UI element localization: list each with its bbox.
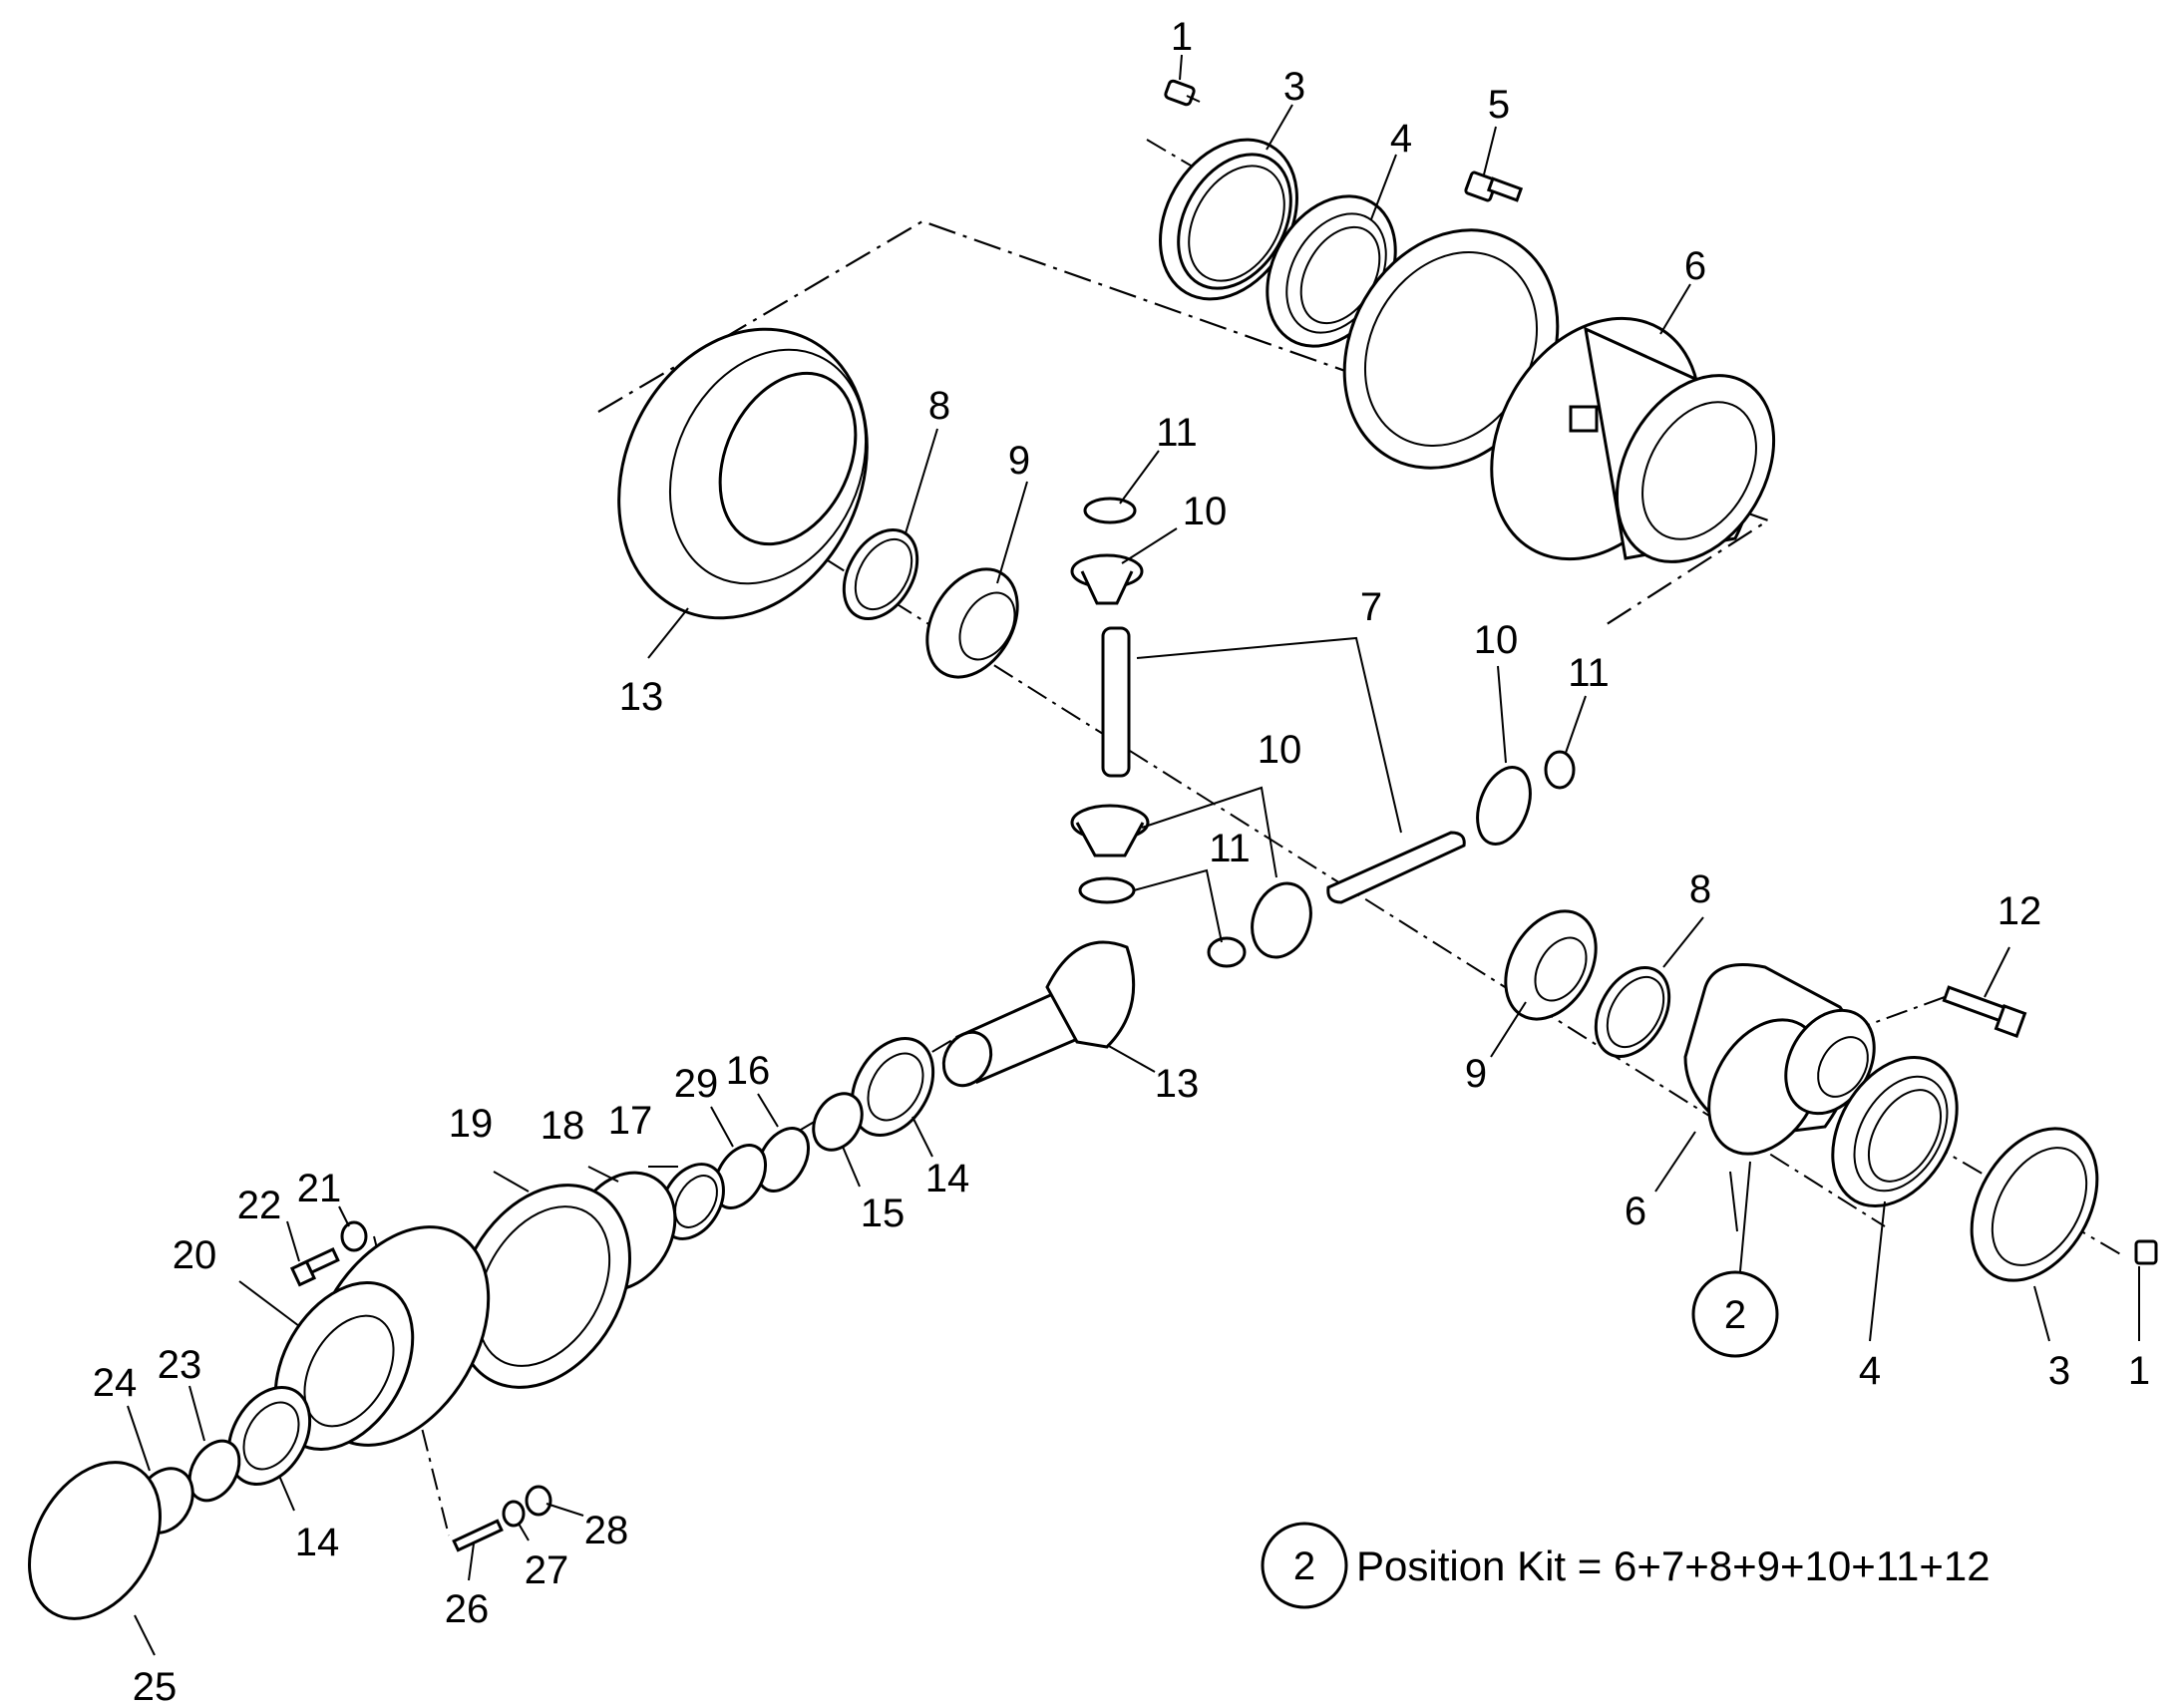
kit-note-circle — [1261, 1522, 1348, 1609]
washer-11-left — [1078, 876, 1136, 904]
washer-21 — [340, 1220, 368, 1252]
kit-note-text: Position Kit = 6+7+8+9+10+11+12 — [1356, 1542, 1991, 1589]
callout-22: 22 — [237, 1184, 282, 1227]
drive-pinion-13 — [941, 940, 1136, 1088]
callout-11: 11 — [1156, 411, 1198, 455]
bolt-5 — [1464, 171, 1524, 202]
cross-shaft-7-horizontal — [1326, 831, 1466, 904]
callout-16: 16 — [726, 1049, 771, 1093]
bearing-4-lower — [1831, 1055, 1959, 1208]
pinion-gear-10-left — [1070, 804, 1150, 857]
cover-25 — [28, 1461, 162, 1620]
gasket-19 — [456, 1184, 631, 1389]
differential-case-6-lower — [1683, 963, 1876, 1156]
callout-6: 6 — [1625, 1190, 1646, 1233]
pinion-carrier-20 — [273, 1225, 491, 1452]
side-gear-9-top — [925, 567, 1019, 679]
callout-21: 21 — [297, 1167, 342, 1210]
callout-1: 1 — [1171, 15, 1193, 59]
callout-2-circle — [1691, 1270, 1779, 1358]
callout-6: 6 — [1684, 244, 1706, 288]
callout-10: 10 — [1258, 728, 1302, 772]
callout-12: 12 — [1998, 889, 2042, 933]
callout-7: 7 — [1360, 585, 1382, 629]
side-gear-9-lower — [1504, 909, 1598, 1021]
callout-2: 2 — [1724, 1293, 1746, 1337]
callout-13: 13 — [619, 675, 664, 719]
snap-ring-16 — [755, 1127, 811, 1193]
callout-3: 3 — [1283, 65, 1305, 109]
callout-9: 9 — [1465, 1052, 1487, 1096]
bearing-14-lower — [226, 1386, 312, 1486]
callout-20: 20 — [173, 1233, 217, 1277]
cross-shaft-7-vertical — [1101, 626, 1131, 778]
ring-gear-13 — [617, 327, 869, 620]
callout-26: 26 — [445, 1587, 490, 1631]
callout-23: 23 — [158, 1343, 202, 1387]
callout-14: 14 — [925, 1157, 970, 1200]
bolt-1-lower — [2134, 1239, 2158, 1265]
callout-13: 13 — [1155, 1062, 1200, 1106]
callout-14: 14 — [295, 1521, 340, 1564]
nut-28 — [525, 1485, 552, 1517]
callout-18: 18 — [541, 1104, 585, 1148]
callout-labels: 1 3 4 5 6 8 9 11 10 7 13 10 11 10 11 8 1… — [93, 15, 2150, 1708]
callout-17: 17 — [608, 1099, 653, 1143]
bearing-14-upper — [850, 1037, 935, 1137]
pinion-gear-10-top — [1070, 553, 1144, 605]
adjusting-ring-3-top — [1159, 138, 1298, 301]
spacer-15 — [812, 1092, 864, 1152]
washer-11-lower — [1207, 936, 1247, 968]
callout-3: 3 — [2048, 1349, 2070, 1393]
washer-11-top — [1083, 497, 1137, 524]
pinion-gear-10-lower — [1251, 881, 1312, 959]
stud-26 — [452, 1519, 504, 1552]
callout-4: 4 — [1390, 117, 1412, 161]
differential-case-6-top — [1490, 316, 1776, 563]
bolt-22 — [289, 1246, 340, 1287]
callout-29: 29 — [674, 1062, 719, 1106]
thrust-washer-8-lower — [1594, 965, 1671, 1059]
callout-27: 27 — [525, 1548, 569, 1592]
callout-8: 8 — [928, 384, 950, 428]
callout-19: 19 — [449, 1102, 494, 1146]
washer-23 — [187, 1439, 241, 1503]
callout-11: 11 — [1568, 651, 1610, 695]
bolt-12 — [1942, 985, 2027, 1038]
position-kit-note: 2 Position Kit = 6+7+8+9+10+11+12 — [1261, 1522, 1991, 1609]
snap-ring-29 — [712, 1144, 768, 1209]
washer-27 — [502, 1500, 526, 1528]
callout-8: 8 — [1689, 867, 1711, 911]
bolt-1-top — [1164, 79, 1201, 107]
callout-1: 1 — [2128, 1349, 2150, 1393]
callout-9: 9 — [1008, 439, 1030, 483]
pinion-gear-10-right — [1476, 766, 1532, 846]
leader-lines — [127, 54, 2140, 1656]
callout-4: 4 — [1859, 1349, 1881, 1393]
callout-10: 10 — [1183, 490, 1228, 533]
callout-28: 28 — [584, 1509, 629, 1552]
adjusting-ring-3-lower — [1970, 1127, 2099, 1282]
callout-24: 24 — [93, 1361, 138, 1405]
thrust-washer-8-top — [842, 527, 919, 621]
callout-5: 5 — [1488, 83, 1510, 127]
callout-11: 11 — [1209, 827, 1251, 870]
callout-15: 15 — [861, 1192, 906, 1235]
callout-10: 10 — [1474, 618, 1519, 662]
callout-25: 25 — [133, 1665, 178, 1708]
kit-note-circle-number: 2 — [1293, 1544, 1315, 1588]
washer-11-right — [1544, 750, 1576, 790]
